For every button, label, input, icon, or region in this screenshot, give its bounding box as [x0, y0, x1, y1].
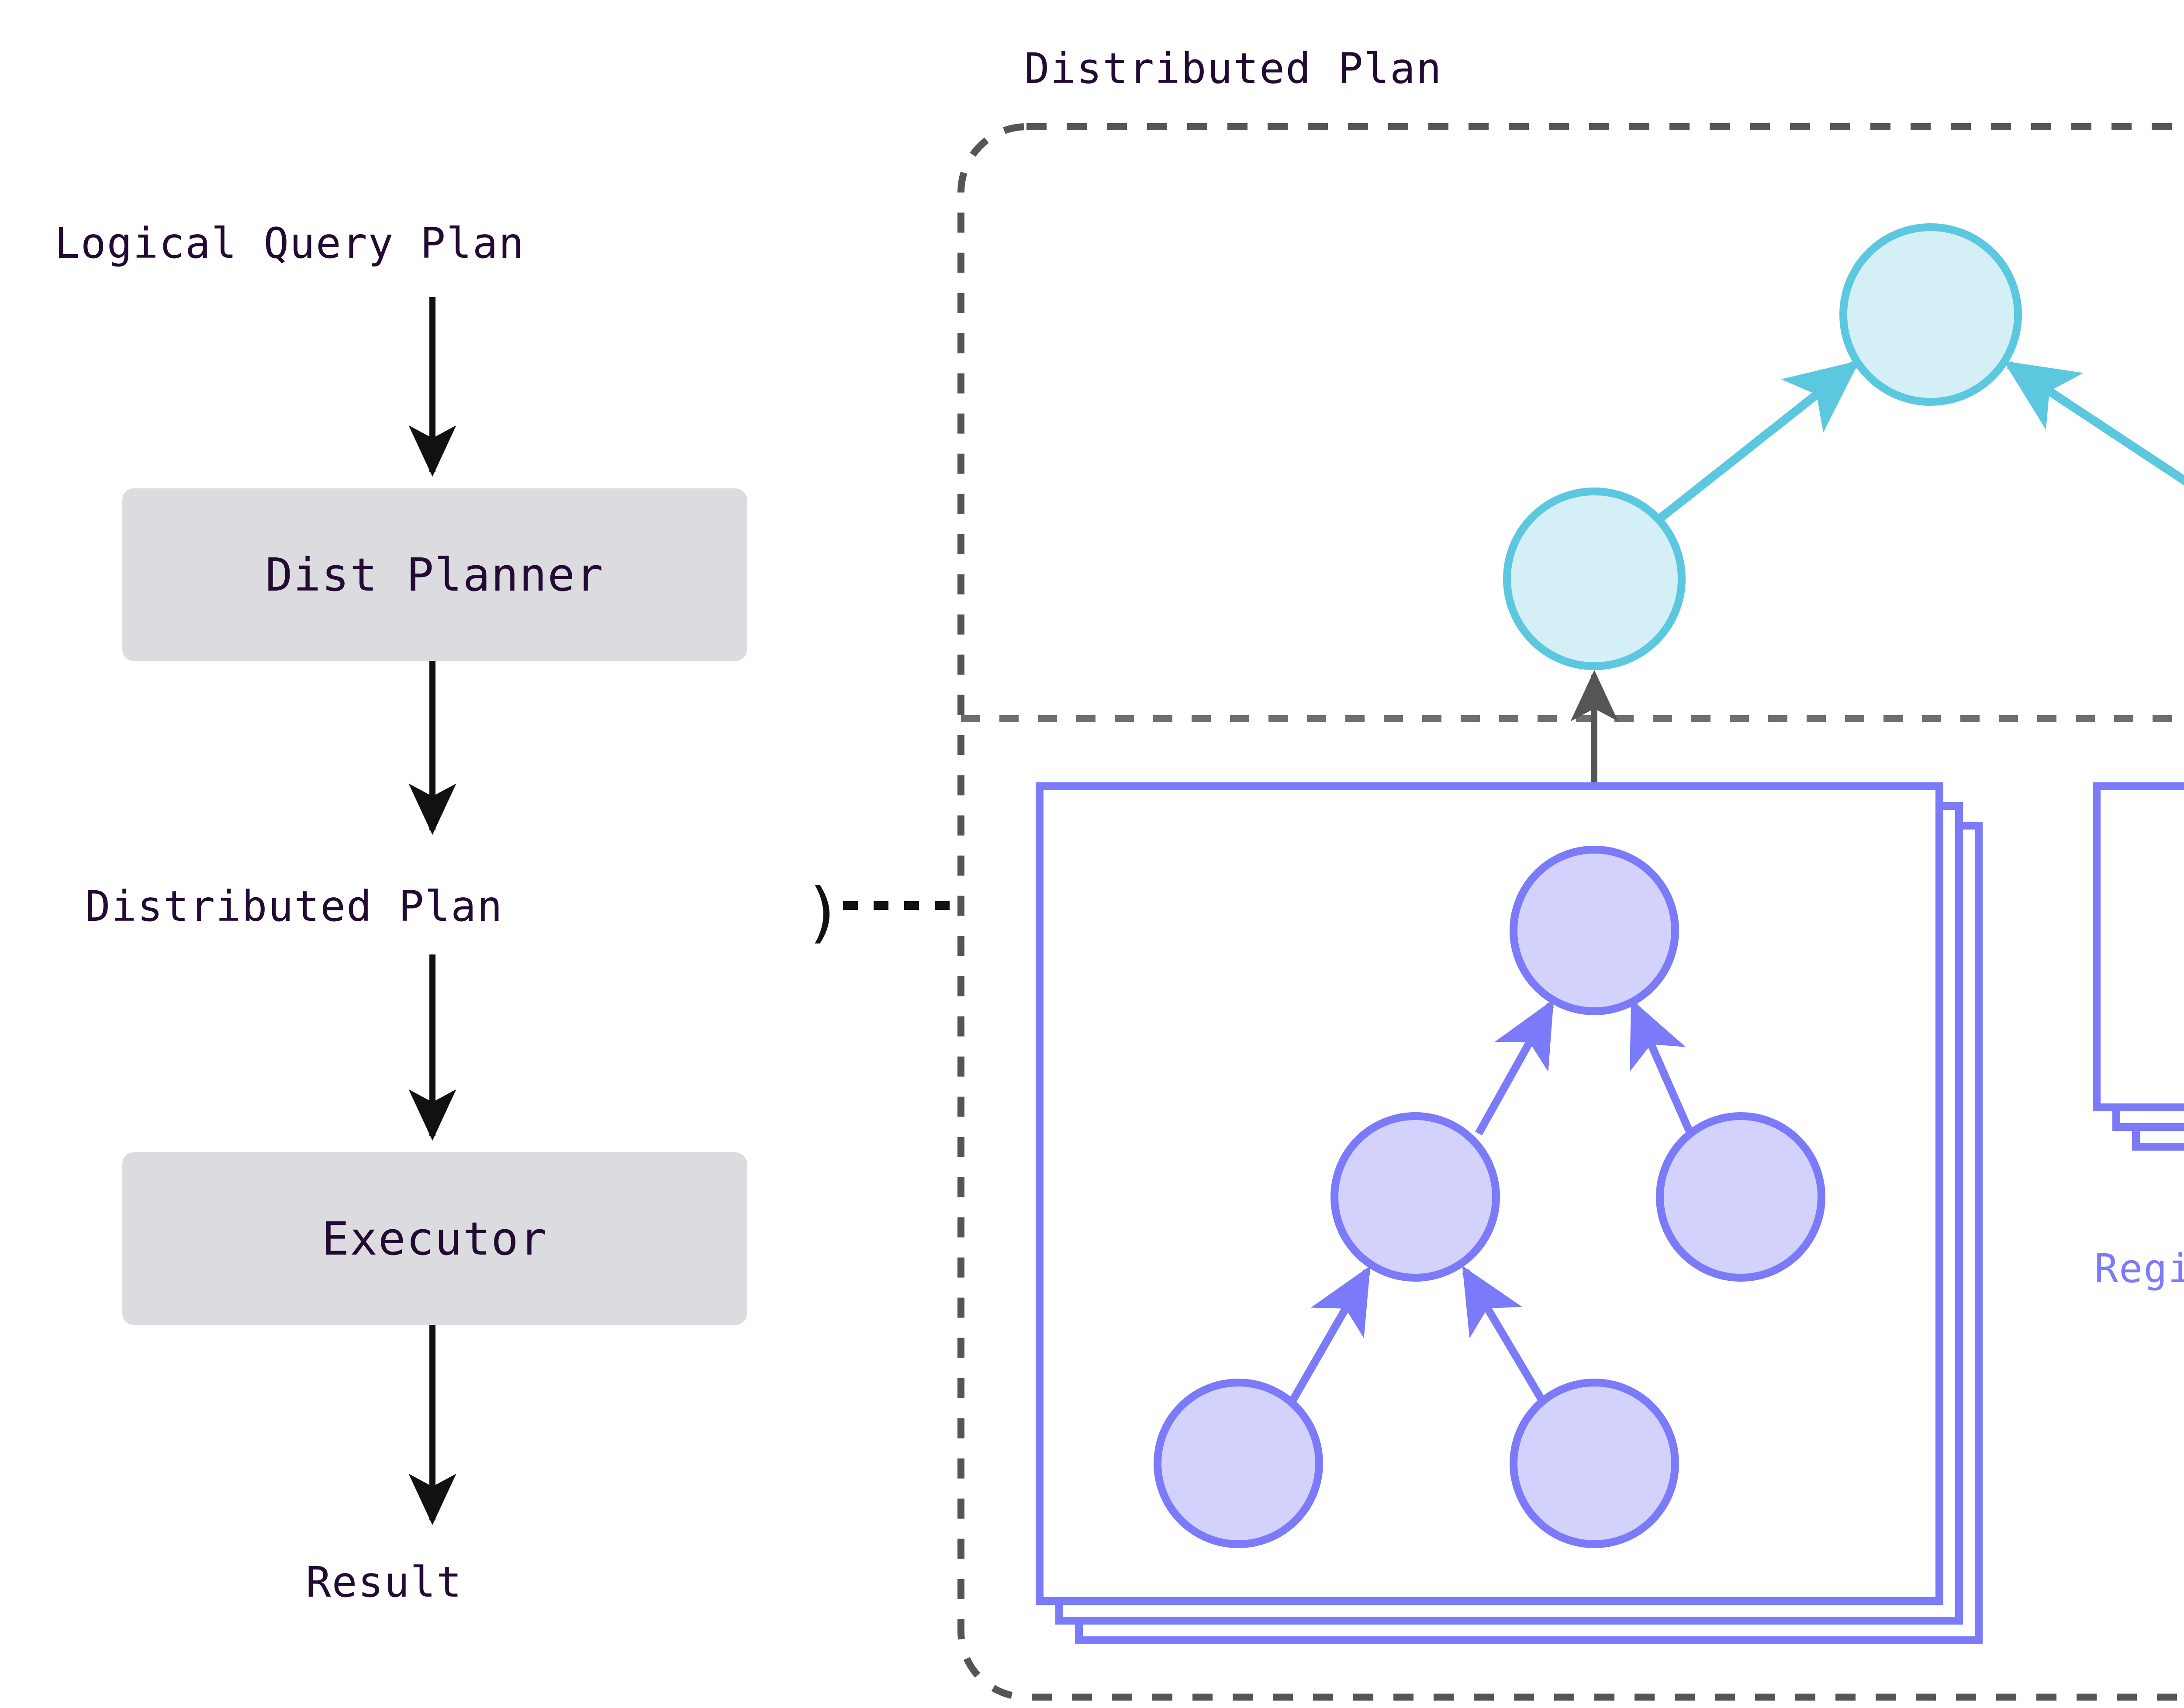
- datanode-edge-leaf1-to-mid: [1289, 1265, 1371, 1402]
- datanode-node-left-mid[interactable]: [1330, 1112, 1500, 1282]
- frontend-node-root[interactable]: [1839, 223, 2022, 406]
- datanode-node-left-leaf-2[interactable]: [1510, 1379, 1679, 1548]
- distributed-plan-container-title: Distributed Plan: [1024, 44, 1442, 93]
- executor-label: Executor: [322, 1212, 548, 1265]
- region-box-right-front[interactable]: [2093, 782, 2184, 1111]
- datanode-node-left-root[interactable]: [1510, 846, 1679, 1015]
- dist-planner-box[interactable]: [122, 488, 747, 661]
- frontend-edge-left-to-root: [1652, 360, 1860, 526]
- dist-planner-label: Dist Planner: [265, 548, 604, 602]
- result-label: Result: [306, 1558, 463, 1607]
- logical-query-plan-label: Logical Query Plan: [55, 219, 525, 268]
- frontend-node-left[interactable]: [1503, 488, 1686, 670]
- distributed-plan-label: Distributed Plan: [85, 882, 503, 931]
- datanode-edge-leaf2-to-mid: [1462, 1265, 1545, 1402]
- distributed-plan-bracket: ): [804, 875, 843, 951]
- datanode-edge-right-to-root: [1629, 999, 1694, 1135]
- datanode-edge-mid-to-root: [1475, 999, 1554, 1136]
- executor-box[interactable]: [122, 1152, 747, 1325]
- datanode-node-left-leaf-1[interactable]: [1154, 1379, 1323, 1548]
- datanode-node-left-sibling[interactable]: [1656, 1112, 1825, 1282]
- regions-label: Regions: [2094, 1246, 2184, 1292]
- distributed-plan-container: [957, 123, 2184, 1701]
- frontend-edge-right-to-root: [2003, 361, 2184, 486]
